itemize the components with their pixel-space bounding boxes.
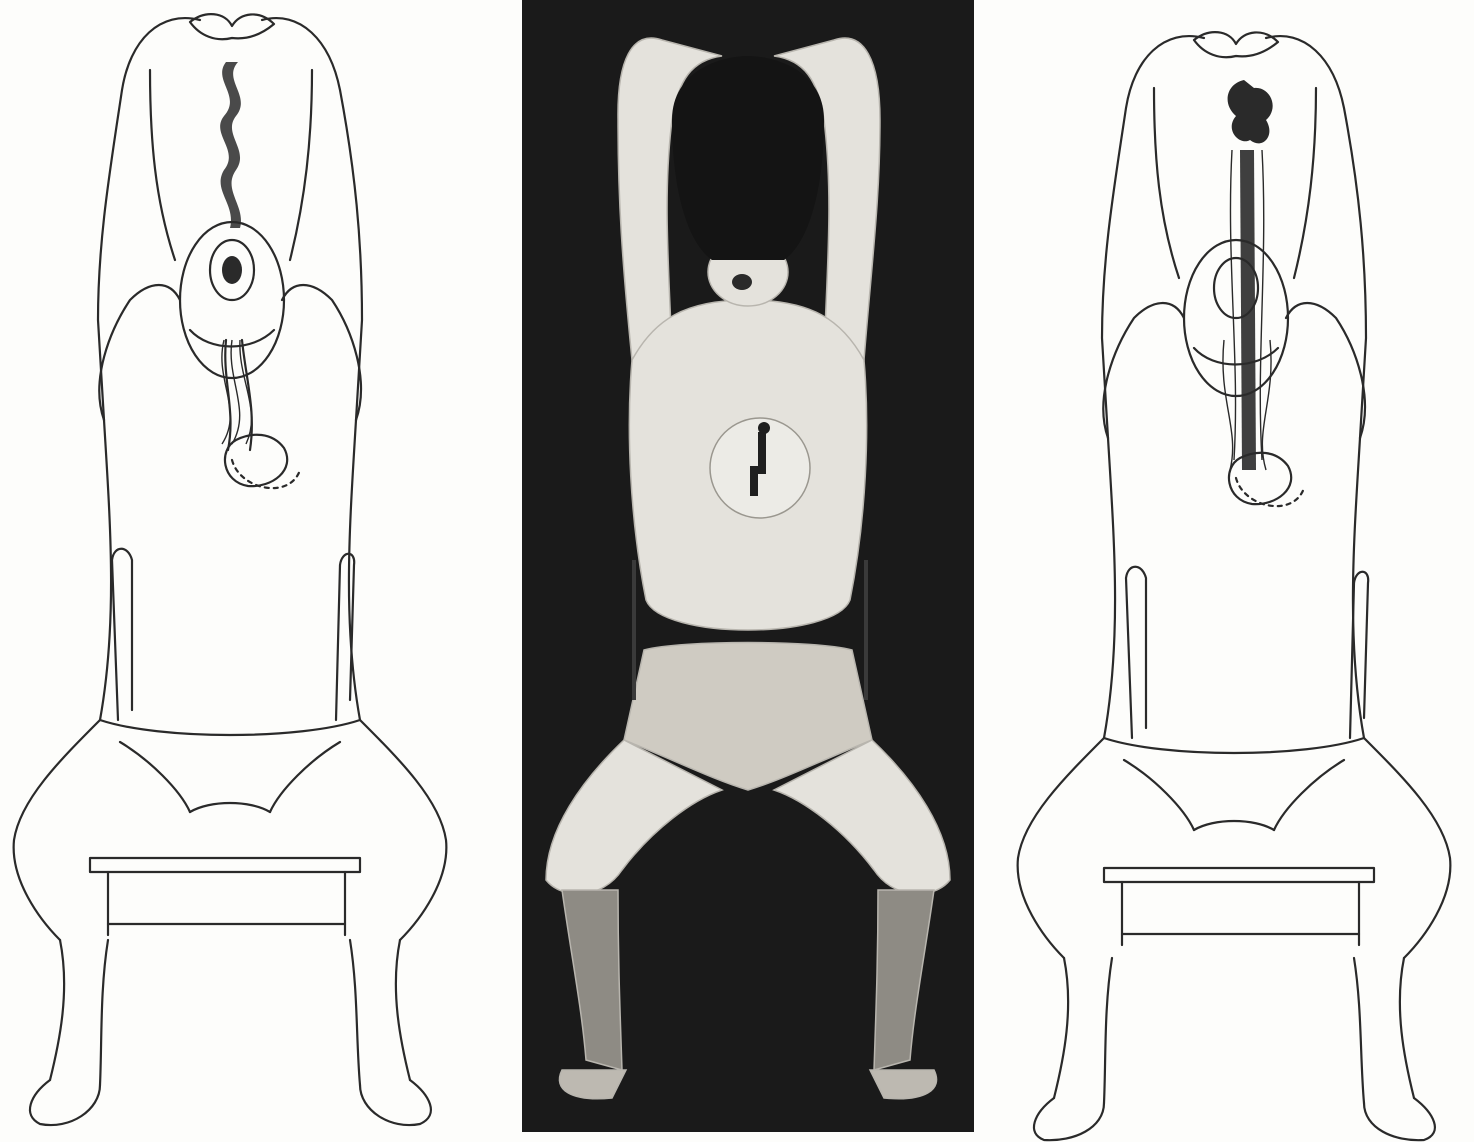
photograph-center xyxy=(522,0,974,1132)
left-thigh xyxy=(14,720,100,940)
left-foot xyxy=(30,1080,100,1125)
line-drawing-right xyxy=(1004,0,1474,1142)
photo-arm-gap xyxy=(672,56,824,260)
torso-left xyxy=(1104,438,1115,738)
photo-seated-person xyxy=(522,0,974,1132)
left-foot xyxy=(1034,1098,1104,1140)
clasped-hands xyxy=(190,14,274,39)
clasped-hands xyxy=(1194,32,1278,57)
chair-back-left xyxy=(1126,567,1146,738)
figure-seated-arms-raised-right xyxy=(1004,0,1474,1142)
chair-seat xyxy=(1104,868,1374,882)
line-drawing-left xyxy=(0,0,470,1142)
chair-back-left xyxy=(112,549,132,720)
right-thigh xyxy=(1364,738,1450,958)
chest-medallion xyxy=(710,418,810,518)
torso-left xyxy=(100,420,111,720)
chair-back-right xyxy=(336,554,354,720)
right-thigh xyxy=(360,720,446,940)
right-foot xyxy=(360,1080,431,1125)
right-foot xyxy=(1364,1098,1435,1140)
energy-flow-descending xyxy=(220,62,242,284)
stomach-outline xyxy=(225,435,287,486)
left-thigh xyxy=(1018,738,1104,958)
stomach-outline xyxy=(1229,453,1291,504)
photo-mouth xyxy=(732,274,752,290)
figure-seated-arms-raised-left xyxy=(0,0,470,1142)
chair-seat xyxy=(90,858,360,872)
